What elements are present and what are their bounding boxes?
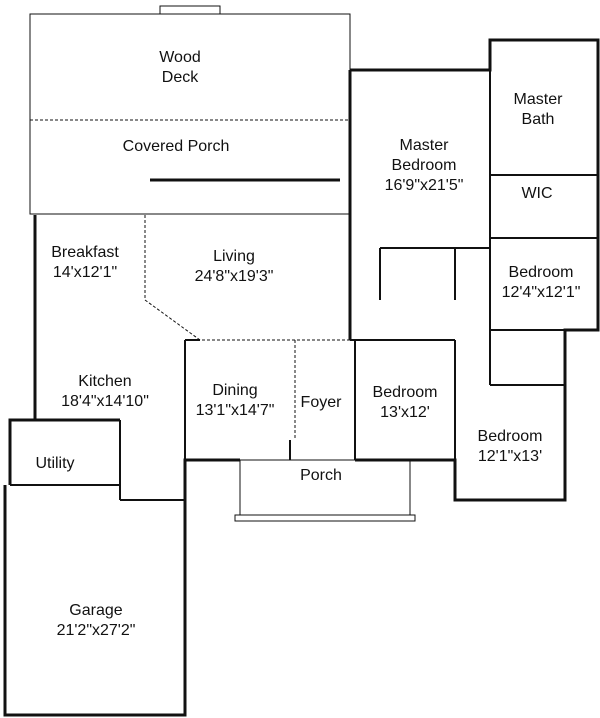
room-size: 14'x12'1" <box>52 264 118 281</box>
room-size: 21'2"x27'2" <box>56 622 136 639</box>
room-living: Living 24'8"x19'3" <box>195 247 274 287</box>
room-bedroom-2: Bedroom 12'4"x12'1" <box>502 263 581 303</box>
room-porch: Porch <box>300 467 342 484</box>
room-wic: WIC <box>521 185 553 202</box>
room-size: 13'x12' <box>380 404 430 421</box>
room-label: Master <box>513 91 563 108</box>
room-label: Bedroom <box>372 384 438 401</box>
room-size: 16'9"x21'5" <box>384 177 464 194</box>
room-label: Bedroom <box>477 428 543 445</box>
openings <box>144 215 350 440</box>
room-label: Living <box>213 248 255 265</box>
room-bedroom-4: Bedroom 12'1"x13' <box>478 427 543 467</box>
room-label: Breakfast <box>51 244 119 261</box>
room-size: 13'1"x14'7" <box>195 402 275 419</box>
room-label: Garage <box>69 602 123 619</box>
room-label: Bath <box>521 111 555 128</box>
room-size: 18'4"x14'10" <box>61 393 149 410</box>
room-breakfast: Breakfast 14'x12'1" <box>51 243 119 283</box>
room-master-bedroom: Master Bedroom 16'9"x21'5" <box>385 136 464 196</box>
room-bedroom-3: Bedroom 13'x12' <box>373 383 438 423</box>
room-label: Wood <box>159 49 201 66</box>
room-dining: Dining 13'1"x14'7" <box>196 381 275 421</box>
room-covered-porch: Covered Porch <box>122 138 230 155</box>
room-master-bath: Master Bath <box>514 90 563 130</box>
room-label: Bedroom <box>391 157 457 174</box>
room-size: 24'8"x19'3" <box>194 268 274 285</box>
wood-deck-outline <box>29 5 351 215</box>
room-label: Kitchen <box>78 373 132 390</box>
porch-outline <box>234 459 416 522</box>
room-utility: Utility <box>35 455 75 472</box>
room-label: Bedroom <box>508 264 574 281</box>
room-size: 12'4"x12'1" <box>501 284 581 301</box>
room-wood-deck: Wood Deck <box>159 48 201 88</box>
room-label: Deck <box>161 69 199 86</box>
room-label: Dining <box>212 382 258 399</box>
room-size: 12'1"x13' <box>477 448 543 465</box>
room-garage: Garage 21'2"x27'2" <box>57 601 136 641</box>
interior-walls <box>10 70 598 501</box>
exterior-walls <box>3 38 600 717</box>
room-foyer: Foyer <box>300 394 342 411</box>
room-label: Master <box>399 137 449 154</box>
room-kitchen: Kitchen 18'4"x14'10" <box>61 372 149 412</box>
